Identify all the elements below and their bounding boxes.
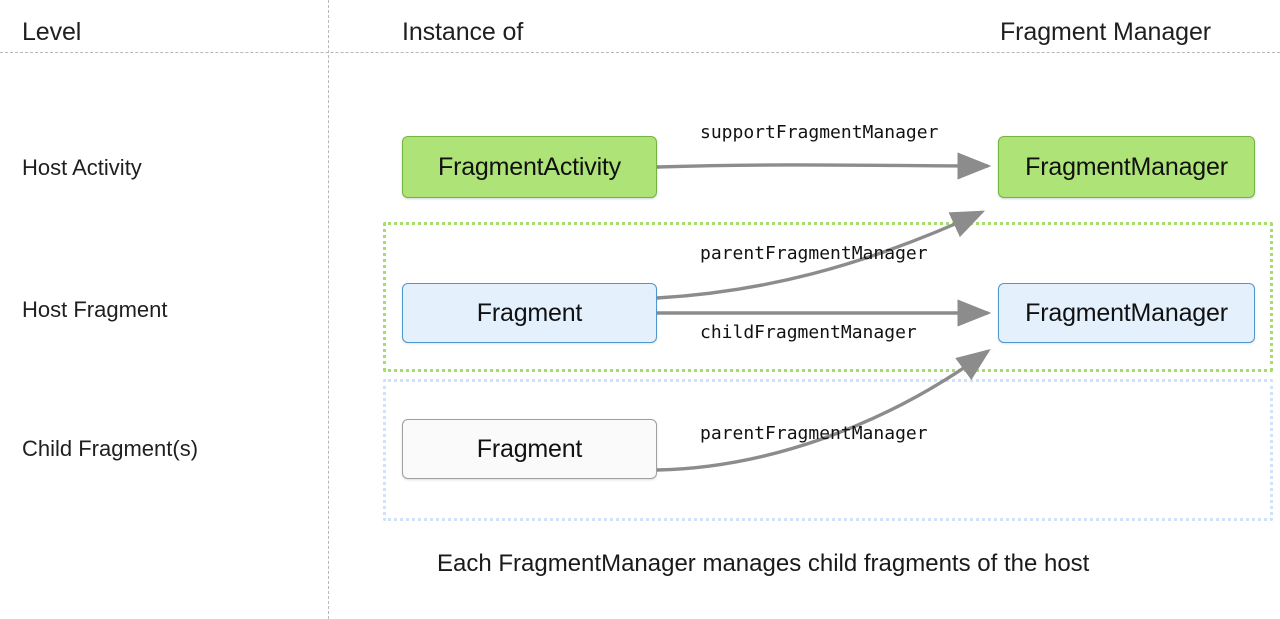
level-label-host-fragment: Host Fragment bbox=[22, 297, 168, 322]
node-fragment-manager-host[interactable]: FragmentManager bbox=[998, 283, 1255, 343]
column-header-fragment-manager: Fragment Manager bbox=[1000, 18, 1211, 46]
edge-label-parent-fragment-manager-host: parentFragmentManager bbox=[700, 243, 928, 264]
column-header-instance-of: Instance of bbox=[402, 18, 524, 46]
header-divider-line bbox=[0, 52, 1280, 53]
column-header-level: Level bbox=[22, 18, 82, 46]
edge-label-support-fragment-manager: supportFragmentManager bbox=[700, 122, 939, 143]
node-fragment-host[interactable]: Fragment bbox=[402, 283, 657, 343]
node-fragment-child[interactable]: Fragment bbox=[402, 419, 657, 479]
column-divider-line bbox=[328, 0, 329, 619]
level-label-child-fragment: Child Fragment(s) bbox=[22, 436, 199, 461]
edge-label-child-fragment-manager: childFragmentManager bbox=[700, 322, 917, 343]
level-label-host-activity: Host Activity bbox=[22, 155, 142, 180]
node-fragment-activity[interactable]: FragmentActivity bbox=[402, 136, 657, 198]
diagram-caption: Each FragmentManager manages child fragm… bbox=[437, 550, 1090, 577]
edge-label-parent-fragment-manager-child: parentFragmentManager bbox=[700, 423, 928, 444]
node-fragment-manager-activity[interactable]: FragmentManager bbox=[998, 136, 1255, 198]
arrow-support-fragment-manager bbox=[656, 152, 992, 180]
